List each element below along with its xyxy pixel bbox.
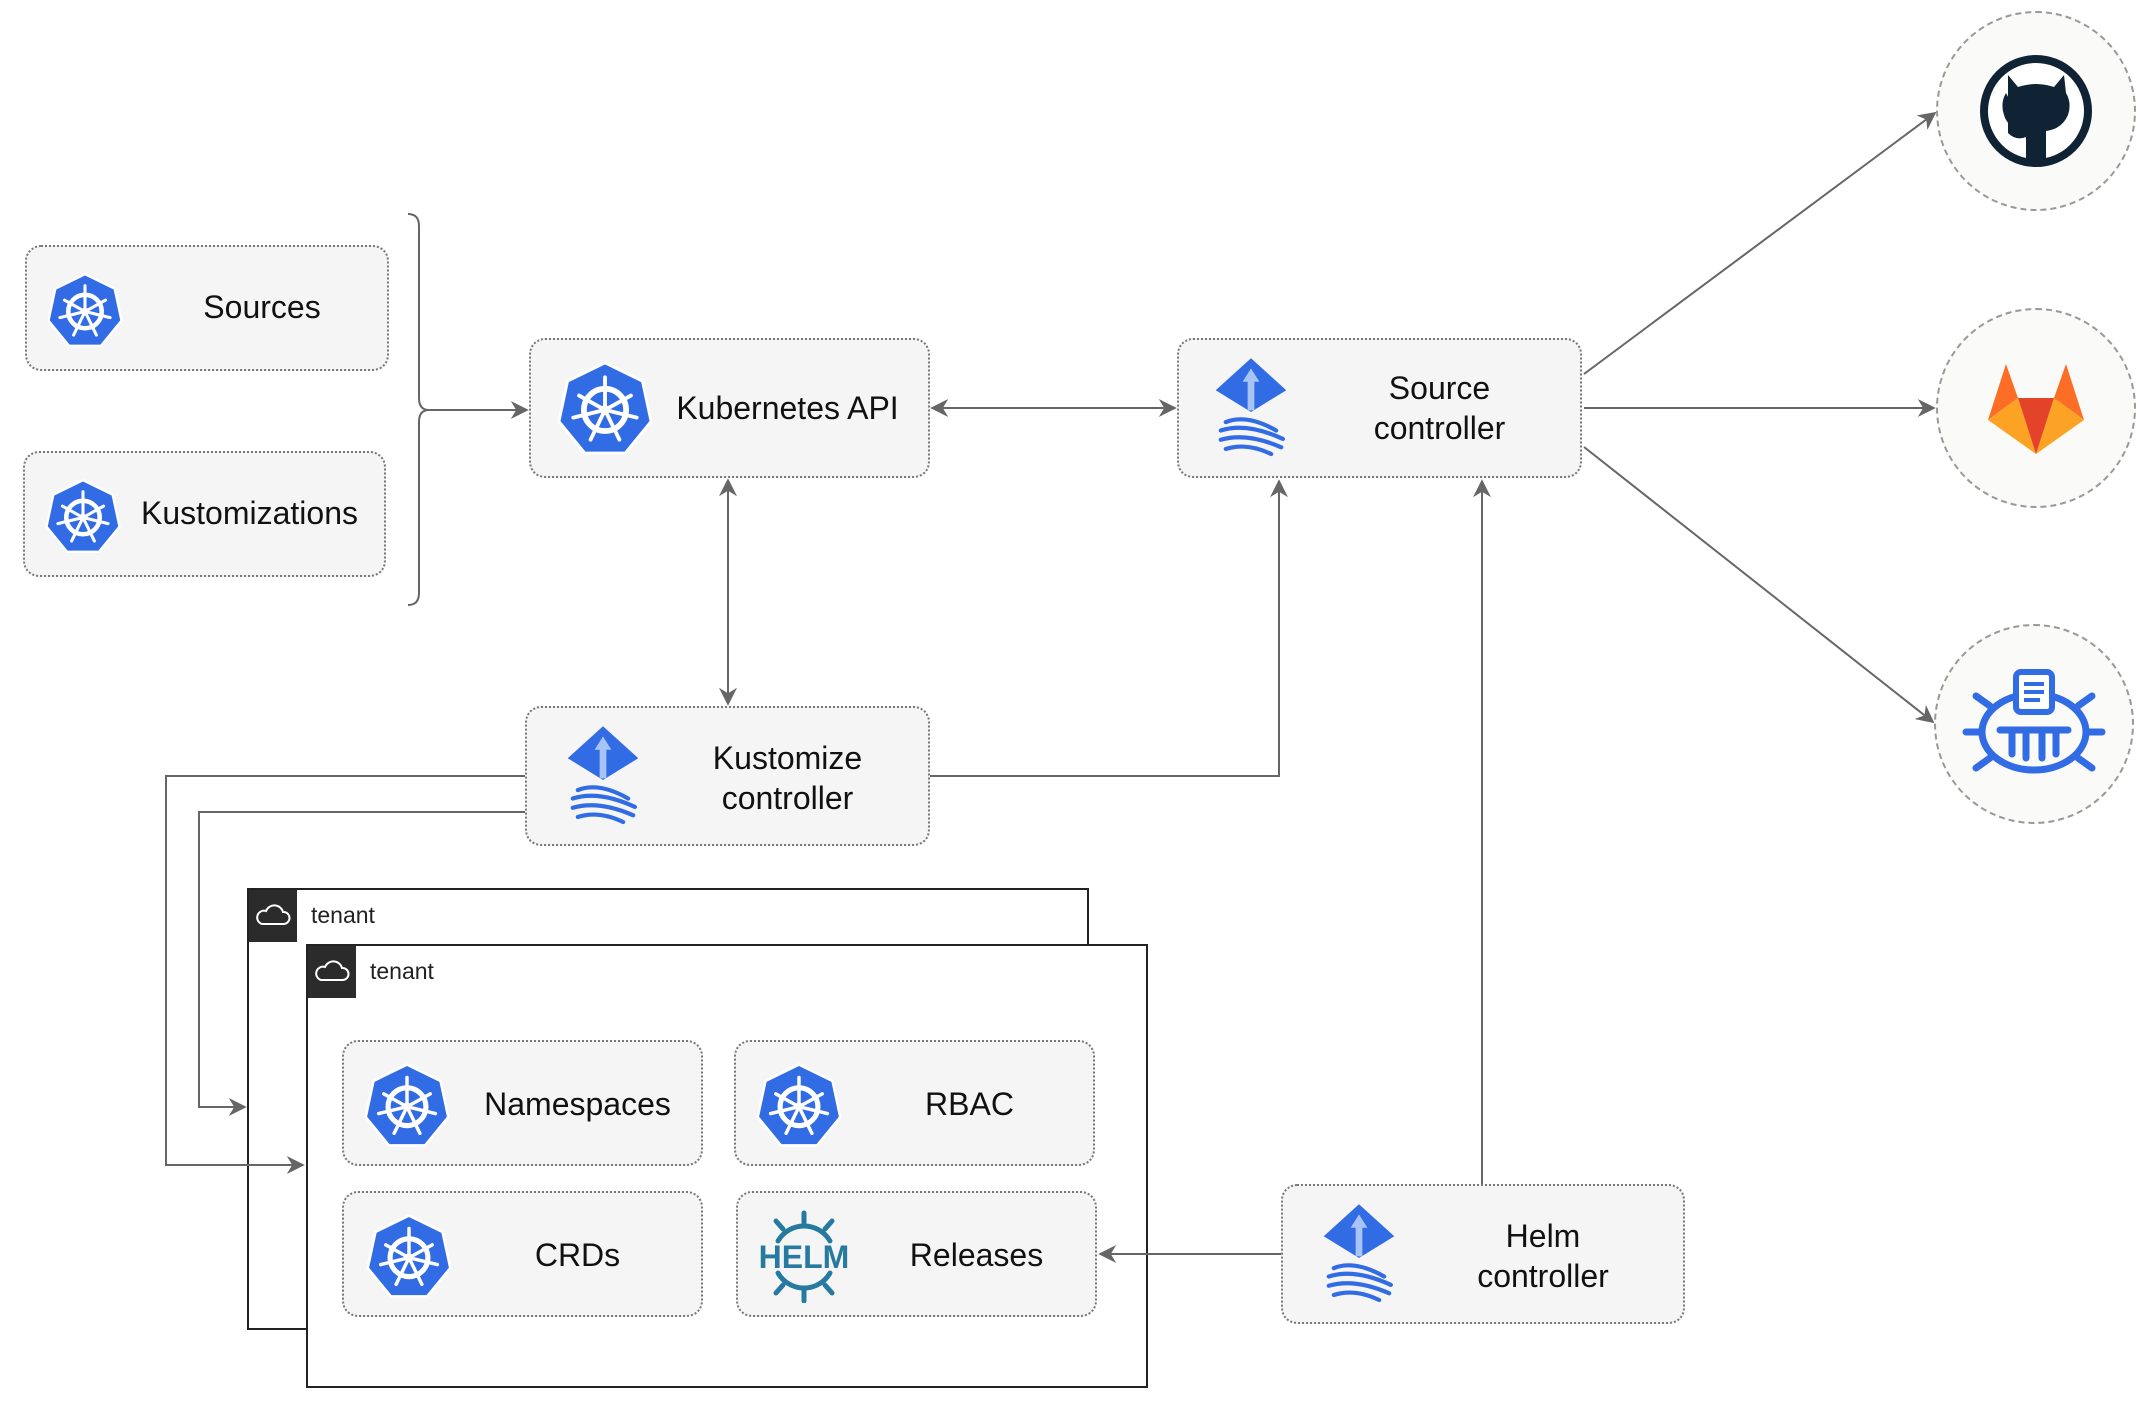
github-repository[interactable] [1936, 11, 2136, 211]
gitlab-icon [1988, 364, 2084, 454]
tenant-label: tenant [311, 902, 375, 928]
edge-source-bucket [1583, 446, 1935, 724]
helm-icon: HELM [756, 1209, 852, 1303]
helm-logo-text: HELM [758, 1239, 850, 1275]
node-label: Source [1388, 370, 1491, 406]
node-label: Namespaces [484, 1086, 671, 1122]
kubernetes-icon [364, 1062, 450, 1148]
namespaces-node[interactable]: Namespaces [342, 1040, 703, 1166]
node-label: Kubernetes API [676, 390, 899, 426]
brace [407, 213, 430, 606]
kubernetes-icon [557, 360, 653, 456]
bucket-repository[interactable] [1934, 624, 2134, 824]
node-label: CRDs [534, 1237, 621, 1273]
node-label: Releases [909, 1237, 1044, 1273]
node-label: Kustomizations [141, 495, 358, 531]
kubernetes-icon [366, 1213, 452, 1299]
flux-icon [1209, 352, 1293, 462]
crds-node[interactable]: CRDs [342, 1191, 703, 1317]
flux-icon [561, 720, 645, 830]
kubernetes-icon [47, 272, 123, 348]
github-icon [1980, 55, 2092, 167]
gitlab-repository[interactable] [1936, 308, 2136, 508]
tenant-label: tenant [370, 958, 434, 984]
node-label: RBAC [925, 1086, 1014, 1122]
edge-kustomize-tenant-back [198, 811, 525, 1116]
edge-kustomize-source [930, 479, 1288, 777]
source-controller-node[interactable]: Source controller [1177, 338, 1582, 478]
cloud-icon [308, 946, 356, 998]
node-label: controller [1477, 1258, 1609, 1294]
bucket-icon [1962, 669, 2106, 774]
cloud-icon [249, 890, 297, 942]
helm-controller-node[interactable]: Helm controller [1281, 1184, 1685, 1324]
kustomize-controller-node[interactable]: Kustomize controller [525, 706, 930, 846]
node-label: controller [1373, 410, 1506, 446]
kubernetes-api-node[interactable]: Kubernetes API [529, 338, 930, 478]
node-label: Helm [1505, 1218, 1581, 1254]
node-label: controller [721, 780, 854, 816]
sources-node[interactable]: Sources [25, 245, 389, 371]
edge-kustomize-tenant-front [165, 775, 525, 1174]
kubernetes-icon [756, 1062, 842, 1148]
edge-source-github [1583, 111, 1937, 375]
kubernetes-icon [45, 478, 121, 554]
flux-icon [1317, 1198, 1401, 1308]
node-label: Kustomize [712, 740, 863, 776]
kustomizations-node[interactable]: Kustomizations [23, 451, 386, 577]
rbac-node[interactable]: RBAC [734, 1040, 1095, 1166]
releases-node[interactable]: HELM Releases [736, 1191, 1097, 1317]
node-label: Sources [203, 289, 321, 325]
